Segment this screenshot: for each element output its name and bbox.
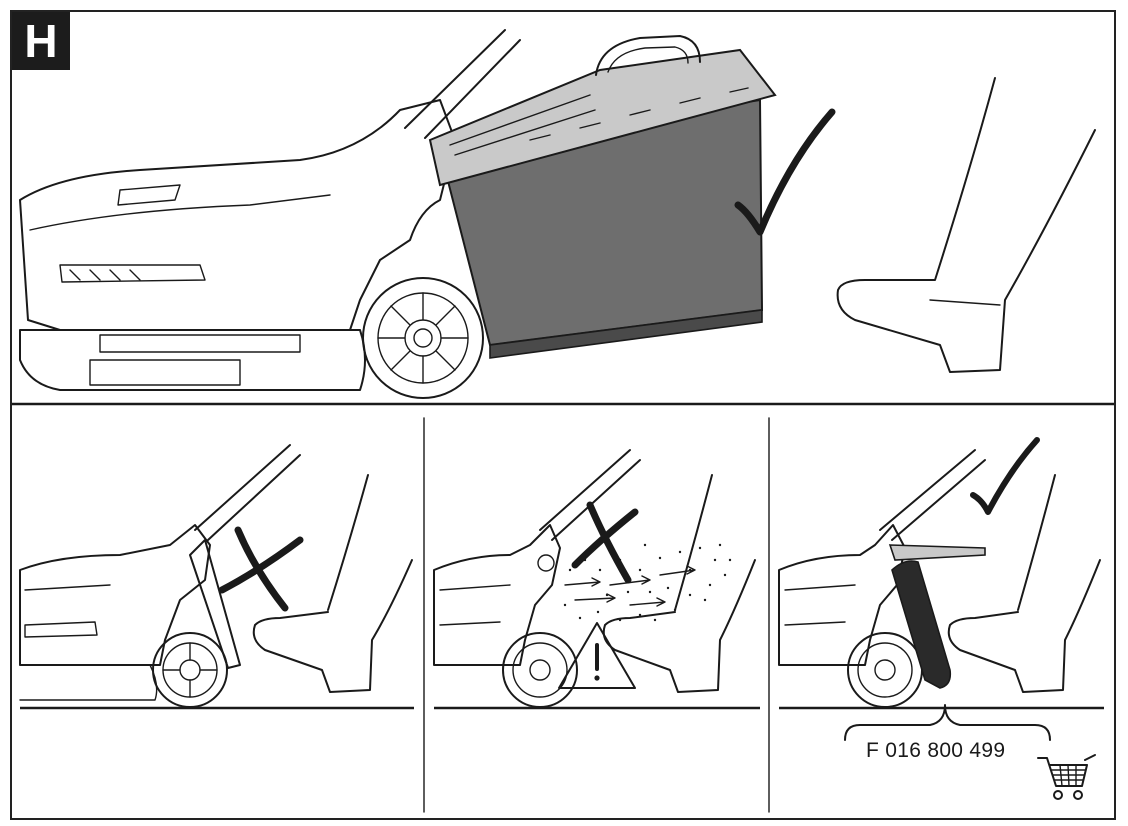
mower-body-3	[433, 524, 561, 666]
panel-main	[19, 29, 1096, 399]
panel-mulch-plug	[778, 437, 1104, 800]
rear-wheel-4	[847, 632, 923, 708]
rear-wheel-3	[502, 632, 578, 708]
cross-icon-3	[571, 501, 639, 584]
discharge-flap	[189, 539, 241, 669]
accessory-bracket	[844, 704, 1051, 741]
mulch-plug	[891, 560, 952, 689]
rear-wheel	[362, 277, 484, 399]
rear-wheel-2	[152, 632, 228, 708]
mower-body-4	[778, 524, 906, 666]
figure-label-badge: H	[12, 12, 70, 70]
debris-particles	[563, 543, 732, 622]
part-number: F 016 800 499	[866, 739, 1006, 762]
panel-open-chute-debris	[433, 449, 760, 710]
grass-box-handle	[595, 35, 701, 76]
check-icon-4	[970, 437, 1040, 515]
mower-body	[19, 99, 456, 331]
mower-body-2	[19, 524, 211, 666]
cross-icon	[218, 526, 304, 612]
panel-grass-box-flap-without-box	[19, 444, 414, 710]
grass-box-cover	[428, 48, 777, 187]
mower-handle	[404, 29, 521, 139]
check-icon	[734, 108, 836, 236]
user-leg-foot-2	[252, 474, 413, 693]
raised-flap	[888, 544, 986, 561]
warning-triangle-icon	[558, 622, 636, 689]
figure-frame	[10, 10, 1116, 820]
user-leg-foot-3	[602, 474, 756, 693]
shopping-cart-icon	[1037, 754, 1096, 800]
user-leg-foot	[836, 77, 1096, 373]
user-leg-foot-4	[947, 474, 1101, 693]
